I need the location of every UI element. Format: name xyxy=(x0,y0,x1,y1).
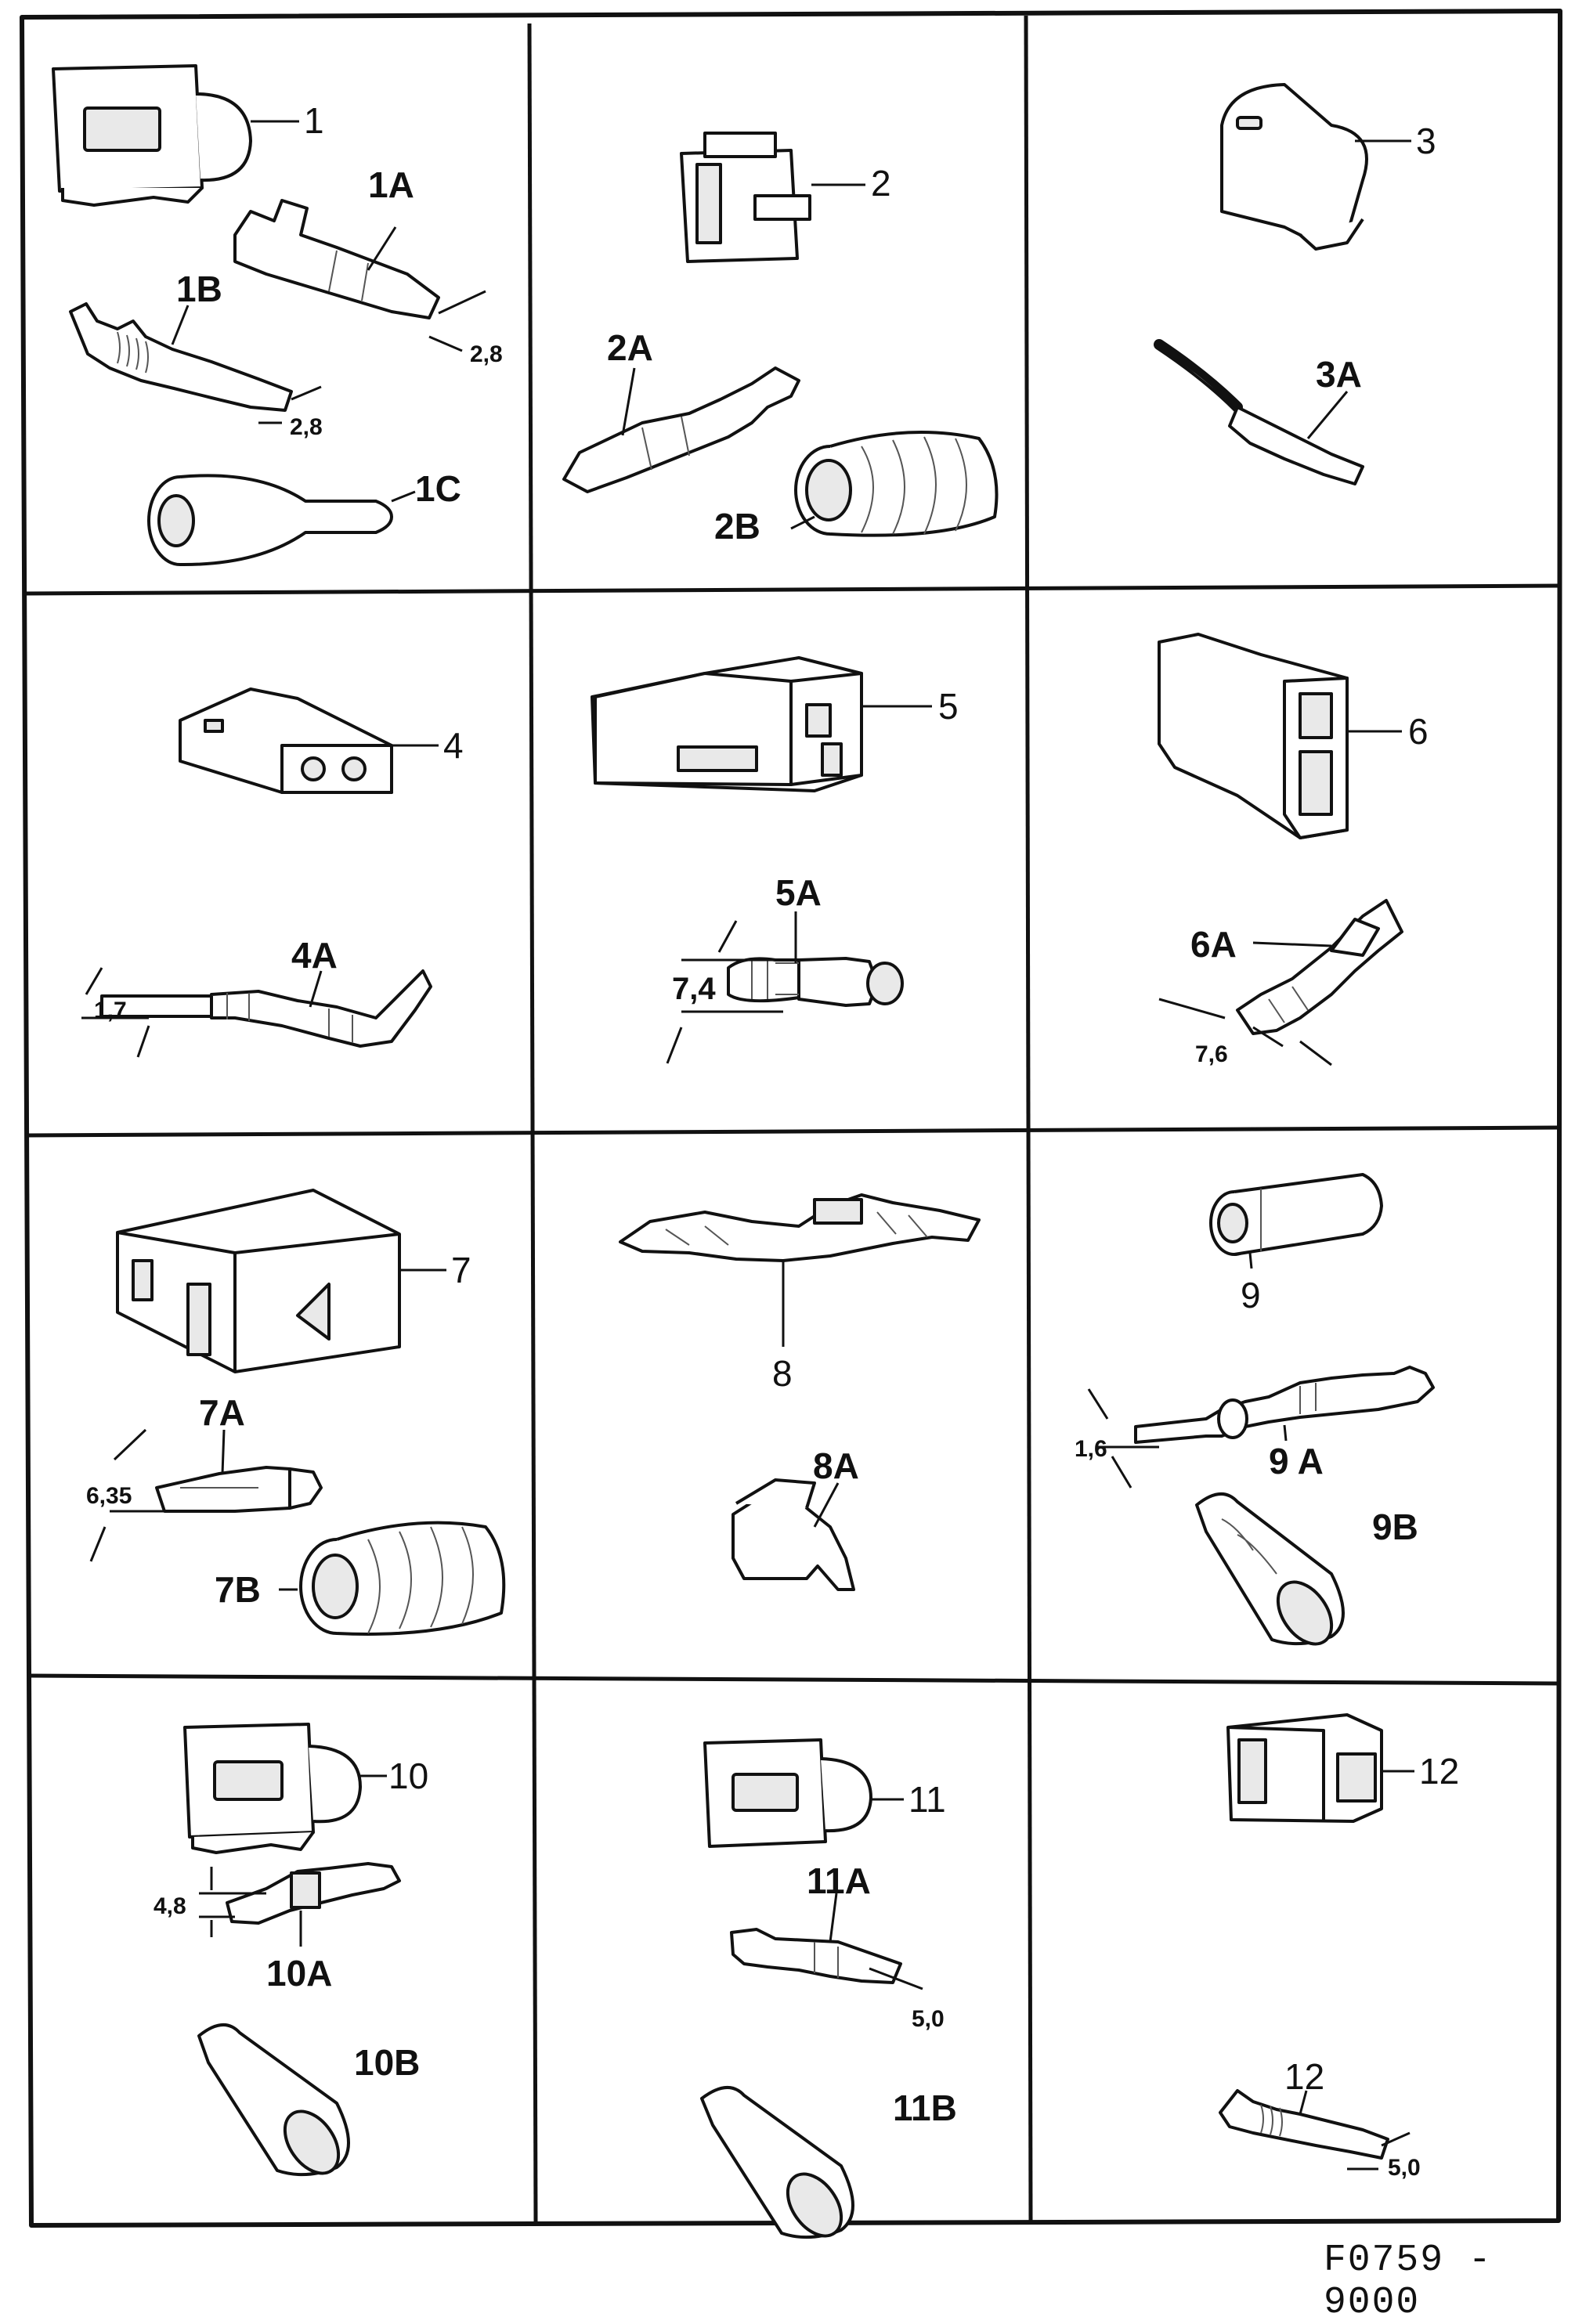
cell-4: 4 4A 1,7 xyxy=(81,687,464,1058)
grid-hline-2 xyxy=(24,1125,1561,1138)
label-9A: 9 A xyxy=(1269,1441,1324,1481)
cell-6: 6 6A 7,6 xyxy=(1158,633,1429,1067)
label-12-terminal: 12 xyxy=(1284,2056,1324,2097)
connector-housing-1 xyxy=(52,64,252,207)
terminal-2A xyxy=(562,366,800,493)
dim-12: 5,0 xyxy=(1388,2155,1421,2181)
label-11B: 11B xyxy=(893,2088,957,2128)
dim-11A: 5,0 xyxy=(912,2006,945,2032)
label-5: 5 xyxy=(938,686,959,727)
connector-housing-5 xyxy=(591,656,863,792)
seal-9 xyxy=(1209,1173,1383,1256)
cell-2: 2 2A 2B xyxy=(562,132,999,547)
label-7A: 7A xyxy=(199,1392,245,1433)
seal-2B xyxy=(794,431,999,537)
terminal-8 xyxy=(619,1193,981,1262)
boot-9B xyxy=(1195,1492,1345,1646)
connector-housing-7 xyxy=(116,1189,401,1373)
terminal-11A xyxy=(730,1928,902,1984)
label-9: 9 xyxy=(1241,1275,1261,1315)
connector-housing-3 xyxy=(1220,83,1368,251)
terminal-1A xyxy=(233,199,440,319)
cell-12: 12 12 5,0 xyxy=(1219,1713,1459,2181)
terminal-9A xyxy=(1134,1366,1435,1444)
terminal-7A xyxy=(155,1466,323,1513)
dim-1A: 2,8 xyxy=(470,341,503,367)
label-8A: 8A xyxy=(813,1445,859,1486)
label-11A: 11A xyxy=(807,1860,871,1901)
label-8: 8 xyxy=(772,1353,793,1394)
label-3A: 3A xyxy=(1316,354,1362,395)
cell-10: 10 10A 4,8 10B xyxy=(154,1723,428,2177)
terminal-10A xyxy=(226,1862,401,1925)
dim-4A: 1,7 xyxy=(94,998,127,1023)
grid-frame xyxy=(20,9,1562,2228)
terminal-4A xyxy=(100,969,432,1048)
dim-7A: 6,35 xyxy=(86,1483,132,1509)
cell-11: 11 11A 5,0 11B xyxy=(700,1738,957,2239)
label-2A: 2A xyxy=(607,327,653,368)
label-3: 3 xyxy=(1416,121,1436,161)
label-7B: 7B xyxy=(215,1569,261,1610)
cell-5: 5 5A 7,4 xyxy=(591,656,959,1064)
terminal-12 xyxy=(1219,2089,1389,2160)
label-4: 4 xyxy=(443,725,464,766)
connector-housing-12 xyxy=(1226,1713,1383,1823)
label-2: 2 xyxy=(871,163,891,204)
label-2B: 2B xyxy=(714,506,760,547)
cell-8: 8 8A xyxy=(619,1193,981,1591)
label-5A: 5A xyxy=(775,872,822,913)
label-4A: 4A xyxy=(291,935,338,976)
cell-3: 3 3A xyxy=(1154,83,1436,485)
outer-border xyxy=(20,9,1562,2228)
boot-11B xyxy=(700,2085,854,2239)
drawing-number: F0759 - 9000 xyxy=(1324,2239,1493,2324)
terminal-5A xyxy=(727,957,904,1007)
grid-vline-1 xyxy=(527,23,538,2225)
label-1A: 1A xyxy=(368,164,414,205)
grid-hline-3 xyxy=(27,1673,1561,1686)
terminal-3A xyxy=(1154,339,1364,485)
dim-9A: 1,6 xyxy=(1075,1436,1107,1462)
clip-8A xyxy=(731,1478,855,1591)
label-10: 10 xyxy=(388,1756,428,1796)
label-6A: 6A xyxy=(1190,924,1237,965)
label-1B: 1B xyxy=(176,269,222,309)
cell-1: 1 1A 2,8 1B 2,8 1C xyxy=(52,64,503,567)
connector-housing-2 xyxy=(680,132,811,263)
label-7: 7 xyxy=(451,1250,471,1290)
boot-10B xyxy=(197,2023,350,2177)
grid-hline-1 xyxy=(23,583,1561,596)
cell-7: 7 7A 6,35 7B xyxy=(86,1189,506,1636)
label-11: 11 xyxy=(908,1779,946,1820)
terminal-1B xyxy=(69,302,293,412)
label-12: 12 xyxy=(1419,1751,1459,1792)
dim-1B: 2,8 xyxy=(290,414,323,440)
connector-housing-10 xyxy=(183,1723,362,1854)
label-10A: 10A xyxy=(266,1953,332,1994)
label-6: 6 xyxy=(1408,711,1429,752)
dim-5A: 7,4 xyxy=(672,972,716,1006)
dim-6A: 7,6 xyxy=(1195,1041,1228,1067)
connector-housing-11 xyxy=(703,1738,872,1848)
seal-7B xyxy=(299,1521,506,1636)
label-10B: 10B xyxy=(354,2042,420,2083)
connector-housing-4 xyxy=(179,687,393,794)
label-9B: 9B xyxy=(1372,1507,1418,1547)
terminal-6A xyxy=(1236,899,1403,1035)
boot-1C xyxy=(147,474,393,567)
dim-10A: 4,8 xyxy=(154,1893,186,1919)
grid-vline-2 xyxy=(1024,15,1033,2223)
label-1: 1 xyxy=(304,100,324,141)
cell-9: 9 9 A 1,6 9B xyxy=(1075,1173,1435,1646)
connector-housing-6 xyxy=(1158,633,1349,839)
label-1C: 1C xyxy=(415,468,461,509)
